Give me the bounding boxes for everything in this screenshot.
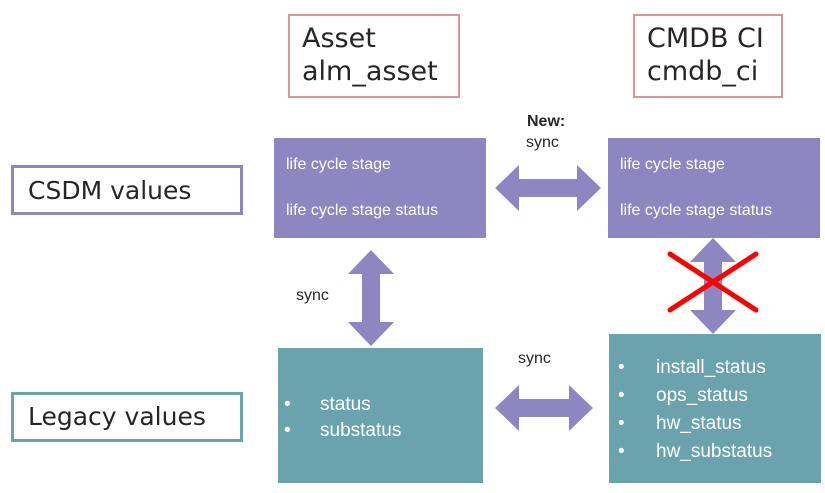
cmdb-header-box: CMDB CI cmdb_ci (633, 14, 783, 98)
top-sync-arrow (495, 165, 601, 211)
legacy-values-text: Legacy values (28, 402, 206, 431)
bottom-sync-arrow (495, 385, 593, 431)
list-item: substatus (284, 418, 401, 444)
list-item: install_status (618, 354, 772, 382)
cmdb-legacy-list: install_status ops_status hw_status hw_s… (618, 354, 772, 466)
cmdb-header-title: CMDB CI (647, 23, 764, 54)
asset-csdm-box: life cycle stage life cycle stage status (274, 138, 486, 238)
bottom-sync-label: sync (518, 350, 551, 367)
asset-header-title: Asset (302, 23, 376, 54)
asset-lifecycle-stage-status: life cycle stage status (286, 202, 439, 219)
cmdb-csdm-box: life cycle stage life cycle stage status (608, 138, 820, 238)
top-sync-label: sync (526, 134, 559, 151)
list-item: status (284, 392, 401, 418)
cmdb-lifecycle-stage: life cycle stage (620, 156, 725, 173)
legacy-values-label: Legacy values (11, 392, 243, 442)
asset-lifecycle-stage: life cycle stage (286, 156, 391, 173)
csdm-values-label: CSDM values (11, 165, 243, 215)
cmdb-legacy-box: install_status ops_status hw_status hw_s… (609, 334, 821, 483)
cross-mark-icon (667, 251, 759, 313)
asset-legacy-list: status substatus (284, 392, 401, 444)
left-sync-label: sync (296, 287, 329, 304)
left-sync-arrow (348, 250, 394, 346)
asset-header-table: alm_asset (302, 56, 438, 87)
list-item: hw_status (618, 410, 772, 438)
right-sync-arrow (690, 238, 736, 334)
list-item: hw_substatus (618, 438, 772, 466)
cmdb-header-table: cmdb_ci (647, 56, 759, 87)
asset-legacy-box: status substatus (278, 348, 483, 483)
list-item: ops_status (618, 382, 772, 410)
csdm-values-text: CSDM values (28, 176, 192, 205)
asset-header-box: Asset alm_asset (288, 14, 460, 98)
cmdb-lifecycle-stage-status: life cycle stage status (620, 202, 773, 219)
new-label: New: (527, 113, 566, 130)
